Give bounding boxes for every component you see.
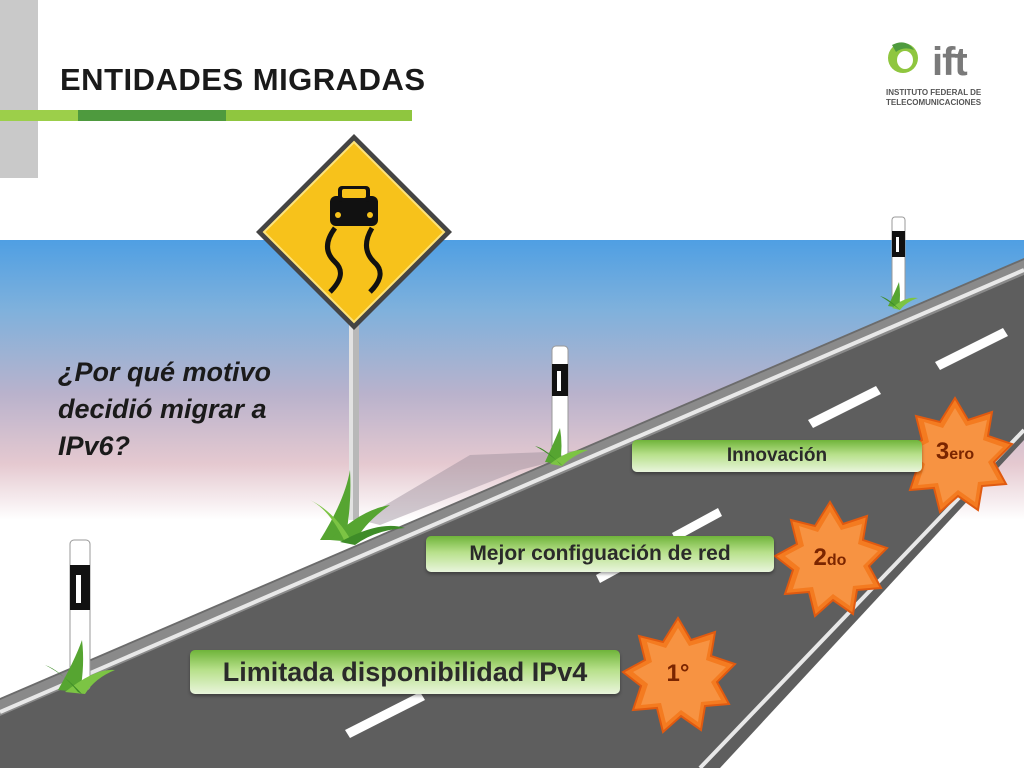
- delineator-post-icon: [551, 345, 569, 457]
- grass-icon: [880, 282, 918, 310]
- corner-bar: [0, 0, 38, 178]
- logo-wordmark: ift: [932, 40, 968, 84]
- rank-label-first: 1°: [666, 660, 690, 687]
- rank-label-second: 2do: [813, 544, 847, 571]
- sign-pole: [349, 310, 359, 520]
- rank-label-third: 3ero: [935, 438, 975, 465]
- road-center-dashes: [345, 328, 1008, 738]
- rank-badge-icon: [773, 500, 889, 618]
- survey-question: ¿Por qué motivo decidió migrar a IPv6?: [58, 357, 272, 461]
- delineator-post-icon: [69, 539, 91, 691]
- title-underline-segment: [0, 110, 78, 121]
- grass-icon: [310, 470, 405, 545]
- grass-icon: [45, 640, 115, 694]
- logo-subtitle: INSTITUTO FEDERAL DE TELECOMUNICACIONES: [886, 88, 982, 107]
- road-surface: [0, 275, 1024, 768]
- title-underline-segment: [226, 110, 412, 121]
- page-title: ENTIDADES MIGRADAS: [60, 62, 426, 97]
- rank-badge-icon: [898, 396, 1014, 514]
- road-edge-line: [0, 268, 1024, 714]
- rank-bar-innovation: Innovación: [632, 440, 922, 472]
- slippery-road-sign-icon: [256, 134, 452, 330]
- title-underline-segment: [78, 110, 226, 121]
- rank-bar-network-config: Mejor configuación de red: [426, 536, 774, 572]
- ift-logo-icon: [888, 42, 918, 73]
- rank-badge-icon: [621, 616, 737, 734]
- grass-icon: [535, 428, 588, 466]
- rank-bar-ipv4-availability: Limitada disponibilidad IPv4: [190, 650, 620, 694]
- sign-shadow: [360, 450, 600, 525]
